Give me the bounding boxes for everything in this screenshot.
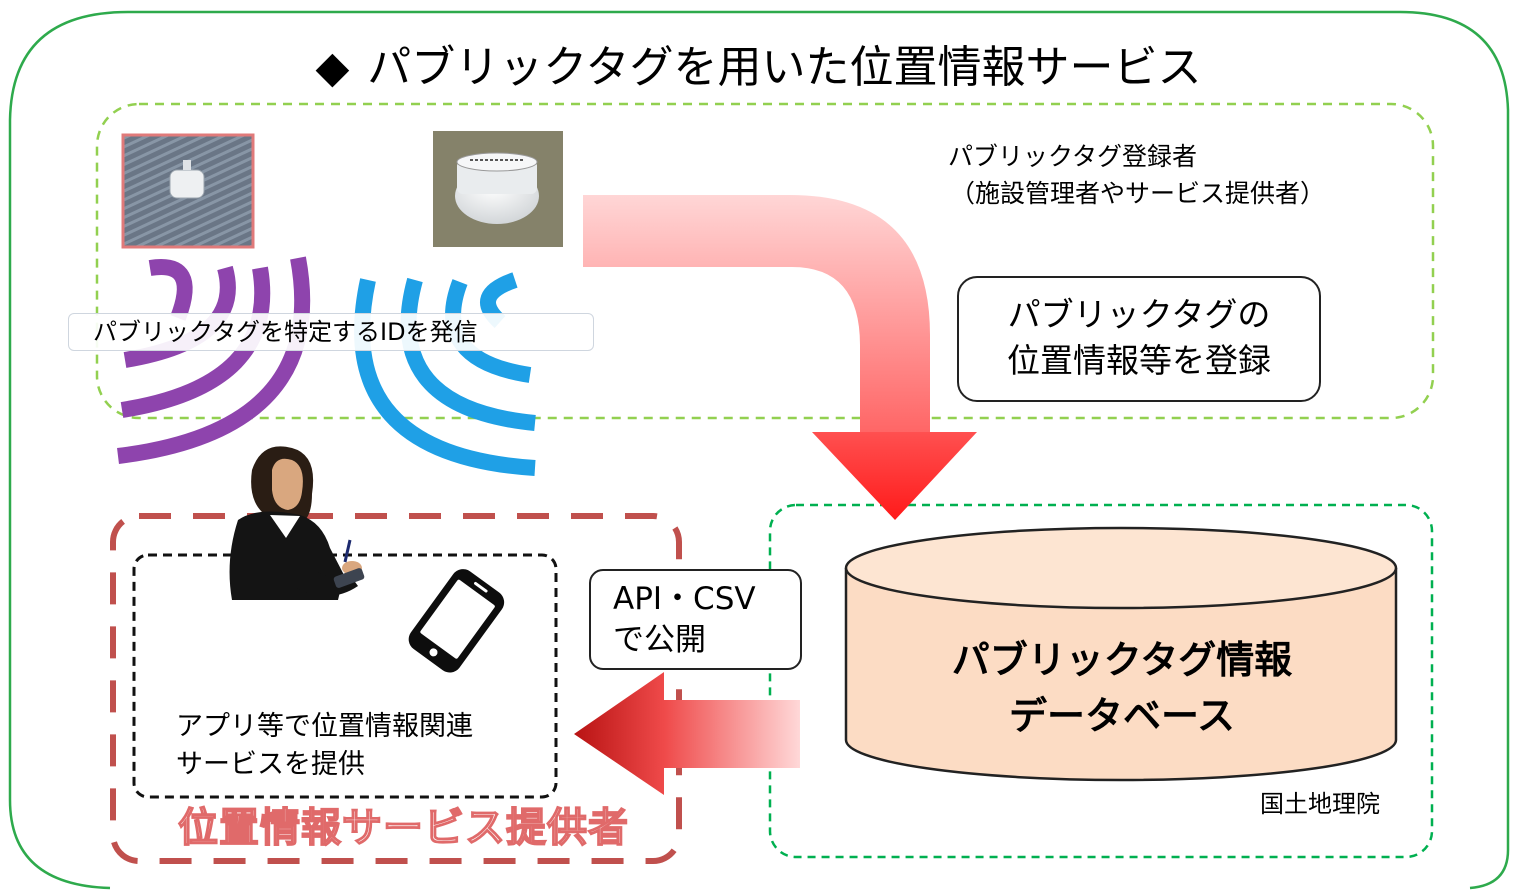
register-box: パブリックタグの 位置情報等を登録 — [957, 276, 1321, 402]
registrant-line2: （施設管理者やサービス提供者） — [950, 179, 1326, 208]
beacon-photo-1 — [121, 133, 255, 249]
provider-region — [110, 513, 682, 864]
database-line1: パブリックタグ情報 — [951, 638, 1293, 682]
register-line2: 位置情報等を登録 — [1007, 341, 1271, 380]
database-region — [768, 503, 1434, 859]
outer-frame — [8, 10, 1510, 890]
api-line2: で公開 — [613, 622, 706, 658]
provider-label: 位置情報サービス提供者 — [177, 804, 629, 852]
app-line2: サービスを提供 — [176, 749, 365, 780]
database-label: パブリックタグ情報 データベース — [848, 632, 1396, 744]
registrant-line1: パブリックタグ登録者 — [948, 142, 1198, 171]
signal-waves-icon — [117, 256, 536, 476]
database-cylinder-icon — [844, 526, 1398, 782]
api-line1: API・CSV — [613, 581, 756, 617]
api-csv-box: API・CSV で公開 — [589, 569, 802, 670]
person-with-phone-icon — [229, 446, 365, 600]
page-title: ◆ パブリックタグを用いた位置情報サービス — [0, 40, 1517, 96]
register-line1: パブリックタグの — [1007, 295, 1271, 334]
database-line2: データベース — [1008, 694, 1236, 738]
diamond-marker-icon: ◆ — [315, 42, 350, 93]
app-line1: アプリ等で位置情報関連 — [176, 711, 473, 742]
publish-arrow — [574, 672, 800, 795]
title-text: パブリックタグを用いた位置情報サービス — [367, 42, 1202, 93]
smartphone-icon — [408, 569, 505, 673]
app-service-text: アプリ等で位置情報関連 サービスを提供 — [176, 708, 473, 784]
register-arrow — [583, 195, 977, 520]
app-box — [132, 553, 558, 799]
beacon-photo-2 — [433, 131, 563, 247]
registrant-label: パブリックタグ登録者 （施設管理者やサービス提供者） — [948, 138, 1325, 212]
tag-region — [95, 102, 1435, 420]
id-broadcast-label: パブリックタグを特定するIDを発信 — [68, 313, 594, 351]
gsi-label: 国土地理院 — [1260, 790, 1380, 818]
